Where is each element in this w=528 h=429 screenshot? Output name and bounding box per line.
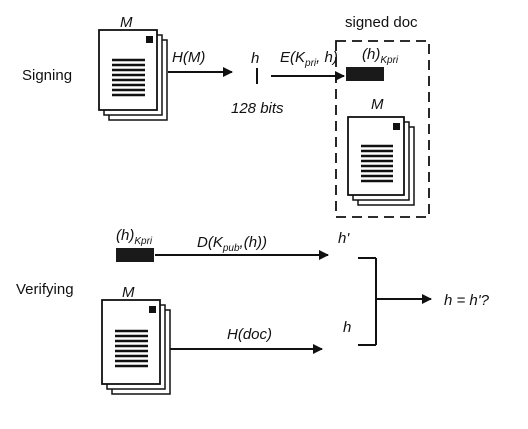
verifying-section-label: Verifying [16,281,74,298]
signed-doc-signature-label: (h)Kpri [362,46,399,66]
verify-signature-label: (h)Kpri [116,227,153,247]
decrypted-hash-label: h' [338,230,350,247]
comparison-label: h = h'? [444,292,490,309]
comparison-bracket [358,257,377,346]
doc-hash-function-label: H(doc) [227,326,272,343]
decrypt-function-label: D(Kpub,(h)) [197,234,267,254]
hash-value-label: h [251,50,259,67]
hash-function-label: H(M) [172,49,205,66]
signing-doc-label: M [120,14,133,31]
signing-section-label: Signing [22,67,72,84]
verify-signature-block [116,248,154,262]
signed-doc-signature-block [346,67,384,81]
signed-doc-title: signed doc [345,14,418,31]
verify-doc-label: M [122,284,135,301]
signed-document-icon [347,116,415,206]
encrypt-function-label: E(Kpri, h) [280,49,338,69]
verify-document-icon [101,299,171,395]
signed-doc-frame [335,40,430,218]
signed-doc-label: M [371,96,384,113]
computed-hash-label: h [343,319,351,336]
signing-document-icon [98,29,168,121]
hash-size-label: 128 bits [231,100,284,117]
